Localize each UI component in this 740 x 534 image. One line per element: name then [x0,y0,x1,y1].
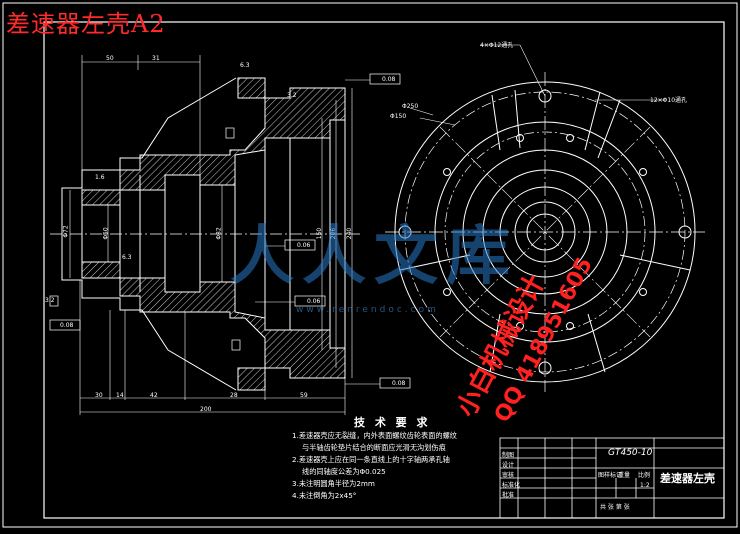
note-dia-250: Φ250 [402,103,419,110]
tol-2: 0.06 [297,242,311,249]
tb-row-1: 制图 [502,452,515,459]
tb-col-2: 重量 [618,472,631,479]
tol-1: 0.08 [382,76,396,83]
tech-req-line-1: 1.差速器壳应无裂缝，内外表面螺纹齿轮表面的螺纹 [292,431,457,440]
outer-contour-top [61,77,237,190]
tb-row-2: 设计 [502,462,515,469]
section-lower-flange [237,367,266,391]
tb-col-1: 图样标记 [598,472,623,479]
site-url-watermark: www.renrendoc.com [296,305,439,315]
drawing-title: 差速器左壳A2 [6,10,166,38]
tech-req-line-4: 线的同轴度公差为Φ0.025 [302,467,386,476]
part-name: 差速器左壳 [660,472,715,485]
site-logo-watermark: 人人文库 [230,220,518,294]
section-view [49,55,411,415]
title-block [499,437,725,519]
roughness-2: 3.2 [287,92,297,99]
roughness-3: 1.6 [95,174,105,181]
dim-overall: 200 [200,406,212,413]
outer-border [2,2,738,528]
note-12-holes: 12×Φ10通孔 [650,97,688,104]
outer-contour-bottom [61,278,237,391]
tol-3: 0.06 [307,298,321,305]
tol-5: 0.08 [60,322,74,329]
tech-req-line-6: 4.未注倒角为2x45° [292,491,357,500]
dim-bottom-2: 14 [116,392,124,399]
roughness-5: 3.2 [45,297,55,304]
tech-req-line-3: 2.差速器壳上应在同一条直线上的十字轴两承孔轴 [292,455,450,464]
section-upper-hatch [81,87,346,206]
tech-req-line-5: 3.未注明圆角半径为2mm [292,479,375,488]
note-4-holes: 4×Φ12通孔 [480,42,514,49]
note-dia-150: Φ150 [390,113,407,120]
tb-scale: 1:2 [640,482,650,489]
roughness-4: 6.3 [122,254,132,261]
dim-bottom-5: 59 [300,392,308,399]
inner-border [43,21,725,519]
tb-row-5: 批准 [502,492,515,499]
dim-dia-82: Φ82 [215,227,223,240]
dim-bottom-1: 30 [95,392,103,399]
end-view [385,44,705,392]
dim-dia-72: Φ72 [62,225,70,238]
dim-bottom-3: 42 [150,392,158,399]
tech-requirements-heading: 技 术 要 求 [354,416,431,429]
tech-req-line-2: 与半轴齿轮垫片结合的断面应光滑无沟划伤痕 [302,443,446,452]
dim-top-1: 50 [106,55,114,62]
dim-bottom-4: 28 [230,392,238,399]
dim-dia-50: Φ50 [102,227,110,240]
dim-top-2: 31 [152,55,160,62]
tol-4: 0.08 [392,380,406,387]
tb-row-4: 标准化 [502,482,521,489]
tb-row-3: 审核 [502,472,515,479]
section-upper-flange [237,77,266,99]
roughness-1: 6.3 [240,62,250,69]
tb-col-3: 比例 [638,472,651,479]
tb-sheet: 共 张 第 张 [600,504,630,511]
drawing-code: GT450-10 [608,448,653,458]
